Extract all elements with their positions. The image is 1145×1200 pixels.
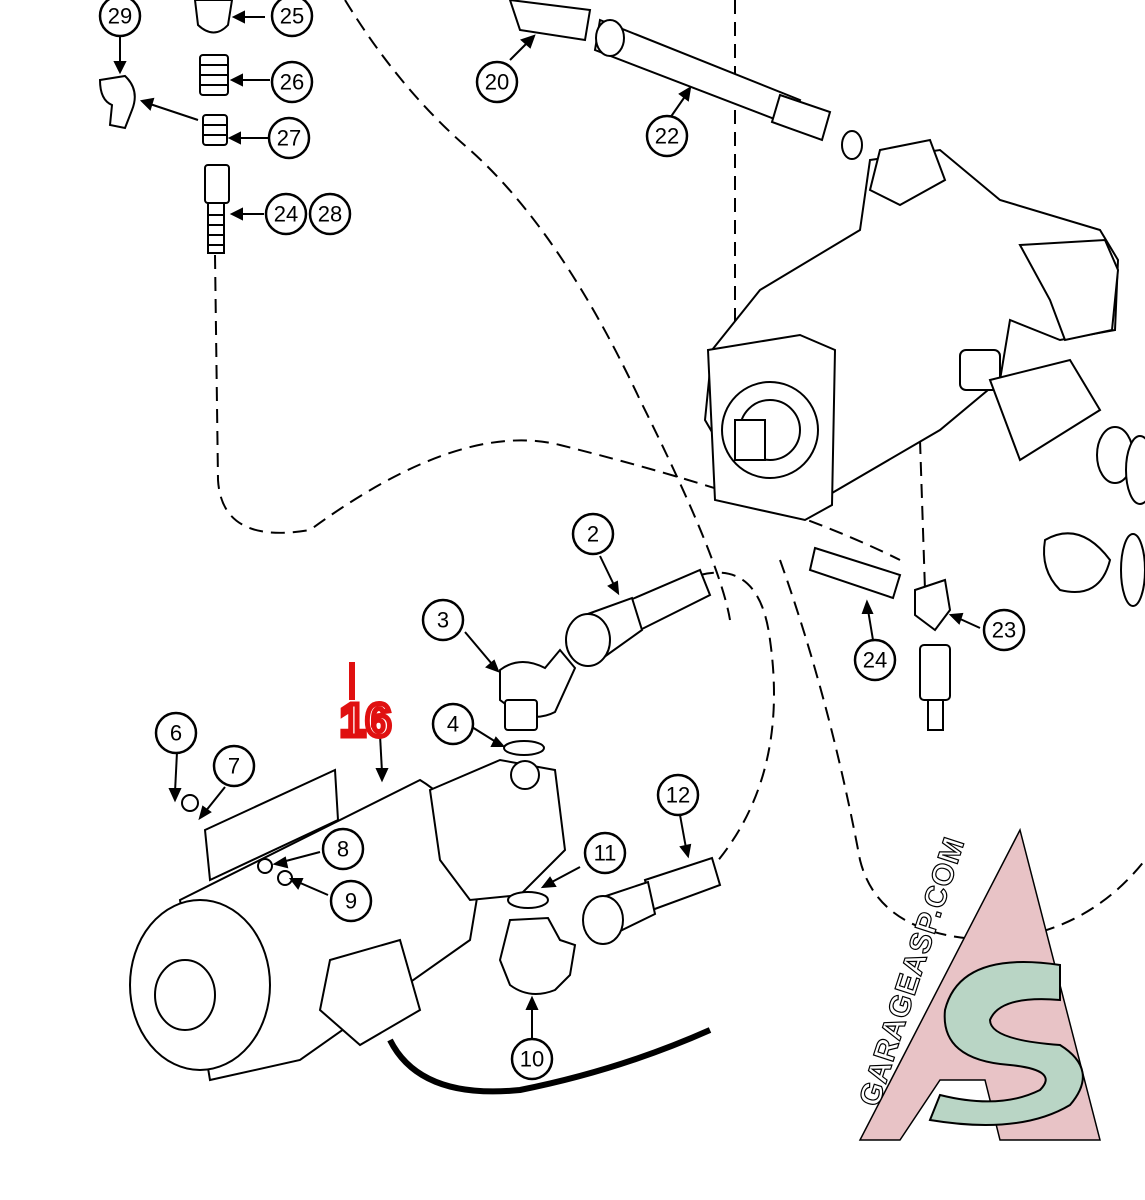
callout-number: 28 [318, 202, 342, 227]
callout-number: 12 [666, 783, 690, 808]
callout-c12: 12 [656, 773, 700, 817]
handwritten-label: 16 [340, 694, 391, 746]
callout-circle [645, 114, 689, 158]
callout-number: 3 [437, 608, 449, 633]
callout-c25: 25 [270, 0, 314, 38]
callout-number: 20 [485, 70, 509, 95]
callout-c20: 20 [475, 60, 519, 104]
callout-c11: 11 [583, 831, 627, 875]
callout-c10: 10 [510, 1037, 554, 1081]
gear-pump-head [428, 758, 567, 902]
callout-number: 24 [863, 648, 887, 673]
callout-circle [264, 192, 308, 236]
solenoid-block [318, 938, 422, 1047]
callout-number: 11 [594, 841, 617, 866]
callout-c3: 3 [421, 598, 465, 642]
motor-leader-lines [168, 734, 389, 896]
callout-c24b: 24 [853, 638, 897, 682]
callout-c24a: 24 [264, 192, 308, 236]
right-leader-lines [861, 599, 981, 641]
callout-circle [321, 827, 365, 871]
hose-24 [808, 546, 902, 600]
hose-22 [593, 18, 802, 127]
callout-circle [510, 1037, 554, 1081]
callout-number: 26 [280, 70, 304, 95]
callout-circle [270, 60, 314, 104]
callout-circle [267, 116, 311, 160]
callout-c7: 7 [212, 744, 256, 788]
callout-number: 10 [520, 1047, 544, 1072]
callout-c9: 9 [329, 879, 373, 923]
motor-cable [387, 1027, 712, 1095]
callout-circle [431, 702, 475, 746]
fitting-24-28-adapter [204, 164, 230, 204]
callout-circle [982, 608, 1026, 652]
callout-number: 6 [170, 721, 182, 746]
lower-leader-lines [525, 814, 692, 1040]
callout-c4: 4 [431, 702, 475, 746]
fitting-25-elbow [193, 0, 234, 34]
callout-number: 8 [337, 837, 349, 862]
hose-2 [628, 568, 712, 632]
callout-circle [212, 744, 256, 788]
main-hydraulic-pump [703, 138, 1145, 607]
callout-circle [853, 638, 897, 682]
callout-circle [308, 192, 352, 236]
o-ring-4 [503, 740, 545, 756]
watermark-letter-s [928, 961, 1084, 1126]
upper-leader-lines [113, 10, 270, 221]
fitting-29-elbow [98, 74, 136, 130]
handwritten-annotation: 16 [338, 662, 394, 749]
callout-circle [154, 711, 198, 755]
upper-fittings-assembly [98, 0, 234, 254]
callout-number: 29 [108, 4, 132, 29]
top-leader-lines [509, 34, 692, 119]
callout-number: 4 [447, 712, 459, 737]
callout-circle [475, 60, 519, 104]
callout-circle [583, 831, 627, 875]
return-fitting-assembly [808, 546, 952, 731]
callout-c29: 29 [98, 0, 142, 38]
callout-number: 22 [655, 124, 679, 149]
callout-circle [571, 512, 615, 556]
elbow-23 [914, 578, 952, 632]
fitting-20 [508, 0, 592, 42]
callout-c26: 26 [270, 60, 314, 104]
callout-c27: 27 [267, 116, 311, 160]
suction-fitting-assembly [498, 856, 722, 995]
callout-number: 2 [587, 522, 599, 547]
elbow-fitting-10 [498, 916, 577, 995]
pressure-hose-assembly [499, 568, 712, 756]
callout-number: 25 [280, 4, 304, 29]
garageasp-watermark: GARAGEASP.COM [853, 827, 1101, 1141]
callout-c8: 8 [321, 827, 365, 871]
callout-number: 27 [277, 126, 301, 151]
callout-number: 9 [345, 889, 357, 914]
callout-circle [98, 0, 142, 38]
callout-circle [270, 0, 314, 38]
callout-circle [421, 598, 465, 642]
callout-number: 23 [992, 618, 1016, 643]
callout-circle [329, 879, 373, 923]
callout-c2: 2 [571, 512, 615, 556]
fitting-27-connector [202, 114, 228, 146]
electric-motor-pump [129, 758, 712, 1095]
o-ring-11 [507, 891, 549, 909]
callout-number: 24 [274, 202, 298, 227]
callout-circle [656, 773, 700, 817]
callout-c28: 28 [308, 192, 352, 236]
callout-c6: 6 [154, 711, 198, 755]
top-hose-assembly [508, 0, 863, 160]
callout-c22: 22 [645, 114, 689, 158]
callout-c23: 23 [982, 608, 1026, 652]
mid-leader-lines [464, 555, 620, 747]
callout-number: 7 [228, 754, 240, 779]
hose-12 [643, 856, 722, 912]
